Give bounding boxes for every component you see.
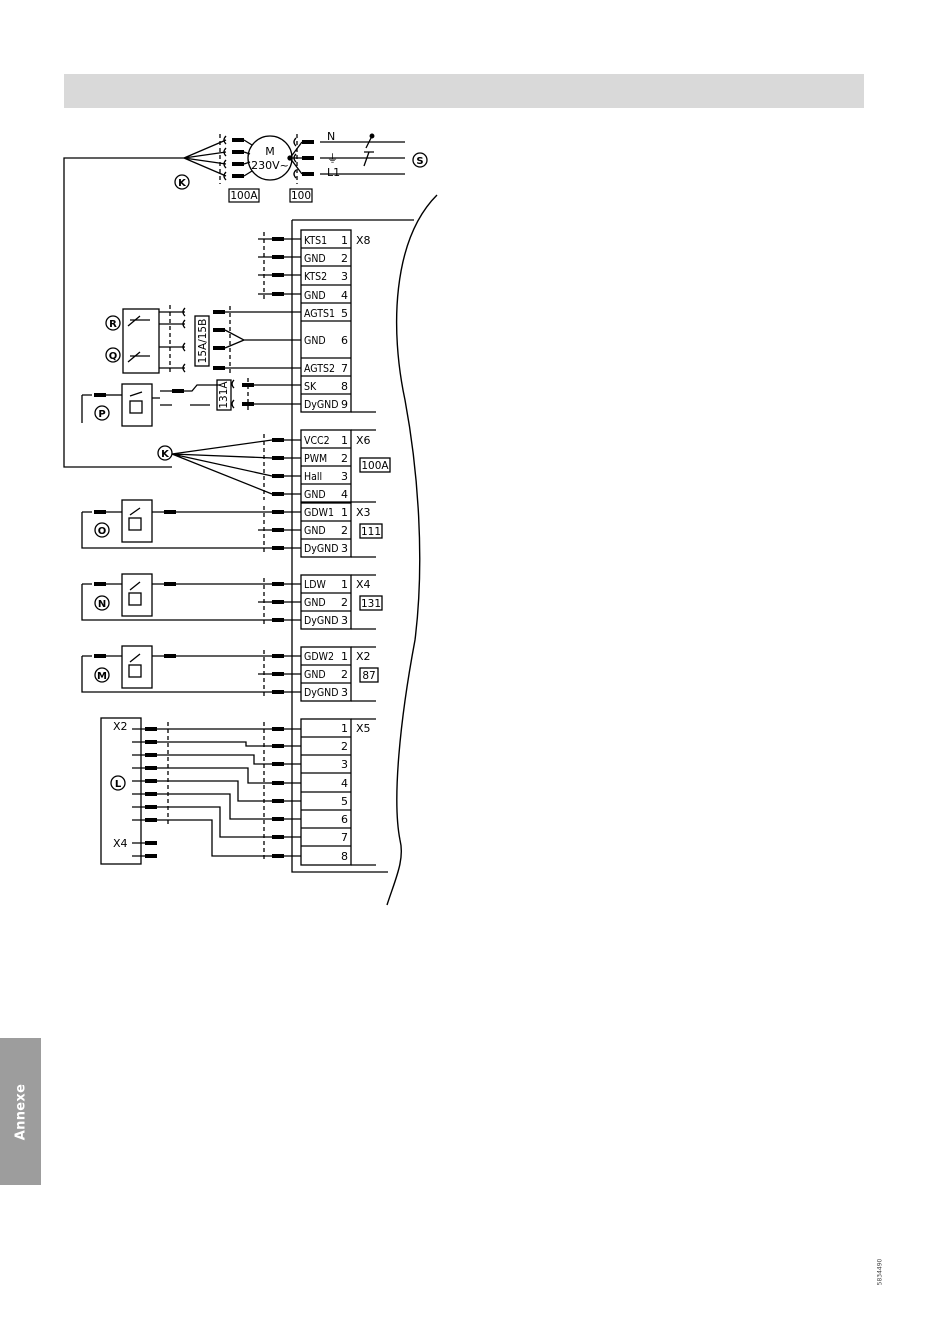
- board-outline: [387, 195, 437, 905]
- x6-pin-label-1: VCC2: [304, 435, 330, 447]
- x5-pin-number-6: 6: [341, 813, 348, 826]
- x8-pin-number-2: 2: [341, 252, 348, 265]
- x8-stubs: [258, 232, 301, 300]
- component-l-block: [101, 718, 301, 864]
- svg-text:K: K: [178, 178, 187, 189]
- x6-pin-label-2: PWM: [304, 453, 327, 465]
- x8-pin-label-7: AGTS2: [304, 363, 335, 375]
- plug-100: [288, 134, 314, 184]
- x8-pin-label-5: AGTS1: [304, 308, 335, 320]
- x6-pin-number-3: 3: [341, 470, 348, 483]
- sensor-o: [82, 500, 301, 554]
- svg-text:M: M: [97, 671, 107, 682]
- x5-pin-number-1: 1: [341, 722, 348, 735]
- svg-text:15A/15B: 15A/15B: [197, 319, 209, 364]
- svg-text:100: 100: [291, 190, 311, 202]
- motor-label-m: M: [265, 145, 275, 158]
- x8-pin-label-1: KTS1: [304, 235, 327, 247]
- x8-pin-number-6: 6: [341, 334, 348, 347]
- mains-l1-label: L1: [327, 166, 340, 179]
- x8-pin-number-7: 7: [341, 362, 348, 375]
- svg-text:X2: X2: [356, 650, 371, 663]
- x3-pin-label-3: DyGND: [304, 543, 339, 555]
- svg-text:P: P: [98, 409, 105, 420]
- x5-pin-number-2: 2: [341, 740, 348, 753]
- x5-pin-number-7: 7: [341, 831, 348, 844]
- svg-text:131: 131: [361, 598, 381, 610]
- x8-pin-number-3: 3: [341, 270, 348, 283]
- x4-pin-label-2: GND: [304, 597, 326, 609]
- x8-pin-label-6: GND: [304, 335, 326, 347]
- earth-icon: ⏚: [327, 152, 338, 165]
- x2-pin-label-2: GND: [304, 669, 326, 681]
- x8-pin-label-3: KTS2: [304, 271, 327, 283]
- sensor-m: [82, 646, 301, 698]
- svg-text:Q: Q: [109, 351, 118, 362]
- x3-pin-label-2: GND: [304, 525, 326, 537]
- x8-pin-label-4: GND: [304, 290, 326, 302]
- plug-100a: [220, 134, 252, 184]
- x4-pin-label-3: DyGND: [304, 615, 339, 627]
- x5-pin-number-3: 3: [341, 758, 348, 771]
- connector-x5: [301, 719, 376, 865]
- x3-pin-number-3: 3: [341, 542, 348, 555]
- x8-pin-label-9: DyGND: [304, 399, 339, 411]
- x2-pin-label-1: GDW2: [304, 651, 334, 663]
- svg-text:100A: 100A: [230, 190, 258, 202]
- x4-pin-number-3: 3: [341, 614, 348, 627]
- svg-text:X6: X6: [356, 434, 371, 447]
- l-block-x2-label: X2: [113, 720, 128, 733]
- x3-pin-number-2: 2: [341, 524, 348, 537]
- svg-text:100A: 100A: [361, 460, 389, 472]
- harness-k-top: [64, 140, 226, 467]
- svg-text:X4: X4: [356, 578, 371, 591]
- rq-wiring: [213, 306, 301, 374]
- svg-text:131A: 131A: [218, 381, 230, 409]
- svg-text:87: 87: [362, 670, 375, 682]
- x6-pin-number-1: 1: [341, 434, 348, 447]
- x8-pin-number-4: 4: [341, 289, 348, 302]
- x2-pin-number-1: 1: [341, 650, 348, 663]
- x4-pin-number-2: 2: [341, 596, 348, 609]
- x6-pin-number-4: 4: [341, 488, 348, 501]
- x4-pin-number-1: 1: [341, 578, 348, 591]
- svg-text:R: R: [109, 319, 117, 330]
- x5-pin-number-4: 4: [341, 777, 348, 790]
- x6-pin-number-2: 2: [341, 452, 348, 465]
- svg-text:K: K: [161, 449, 170, 460]
- x8-pin-label-8: SK: [304, 381, 317, 393]
- x8-pin-number-1: 1: [341, 234, 348, 247]
- motor-symbol: [248, 136, 292, 180]
- x3-pin-number-1: 1: [341, 506, 348, 519]
- x8-pin-number-8: 8: [341, 380, 348, 393]
- x2-pin-number-3: 3: [341, 686, 348, 699]
- x6-pin-label-4: GND: [304, 489, 326, 501]
- svg-text:X8: X8: [356, 234, 371, 247]
- motor-label-voltage: 230V~: [251, 159, 289, 172]
- sensor-n: [82, 574, 301, 626]
- x5-pin-number-8: 8: [341, 850, 348, 863]
- svg-text:111: 111: [361, 526, 381, 538]
- svg-text:X3: X3: [356, 506, 371, 519]
- x3-pin-label-1: GDW1: [304, 507, 334, 519]
- svg-text:S: S: [416, 156, 423, 167]
- svg-text:X5: X5: [356, 722, 371, 735]
- x8-pin-number-5: 5: [341, 307, 348, 320]
- x2-pin-number-2: 2: [341, 668, 348, 681]
- harness-k-mid: [172, 434, 301, 500]
- svg-text:L: L: [115, 779, 122, 790]
- svg-text:N: N: [98, 599, 106, 610]
- x2-pin-label-3: DyGND: [304, 687, 339, 699]
- l-block-x4-label: X4: [113, 837, 128, 850]
- svg-text:O: O: [98, 526, 107, 537]
- sensor-r-q: [123, 305, 185, 375]
- x4-pin-label-1: LDW: [304, 579, 327, 591]
- x5-pin-number-5: 5: [341, 795, 348, 808]
- x8-pin-label-2: GND: [304, 253, 326, 265]
- mains-n-label: N: [327, 130, 335, 143]
- x8-pin-number-9: 9: [341, 398, 348, 411]
- x6-pin-label-3: Hall: [304, 471, 322, 483]
- p-wiring: [232, 378, 301, 412]
